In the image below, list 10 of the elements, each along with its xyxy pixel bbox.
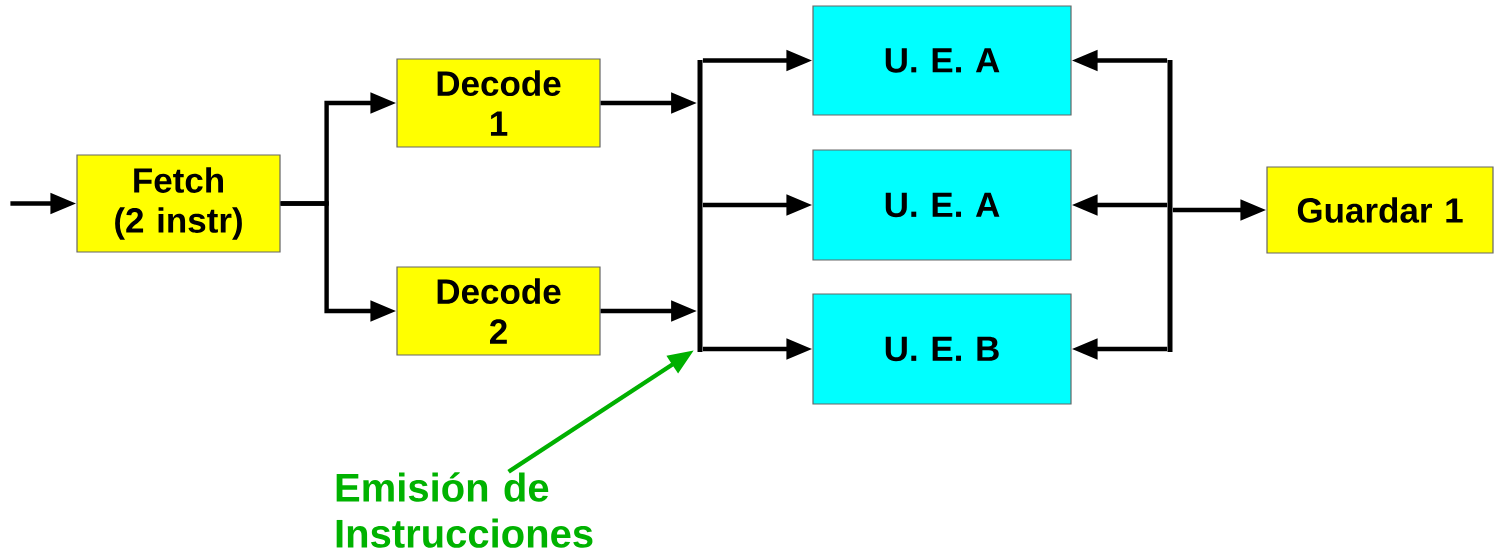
bus-bar (1167, 60, 1173, 352)
process-box: Decode 1 (396, 58, 601, 148)
process-box: Decode 2 (396, 266, 601, 356)
bus-bar (697, 60, 703, 352)
process-box: Fetch (2 instr) (76, 154, 281, 253)
callout-text: Emisión de Instrucciones (336, 472, 593, 548)
process-box: Guardar 1 (1266, 166, 1494, 254)
process-box: U. E. A (812, 5, 1072, 116)
process-box: U. E. B (812, 293, 1072, 405)
process-box: U. E. A (812, 149, 1072, 261)
